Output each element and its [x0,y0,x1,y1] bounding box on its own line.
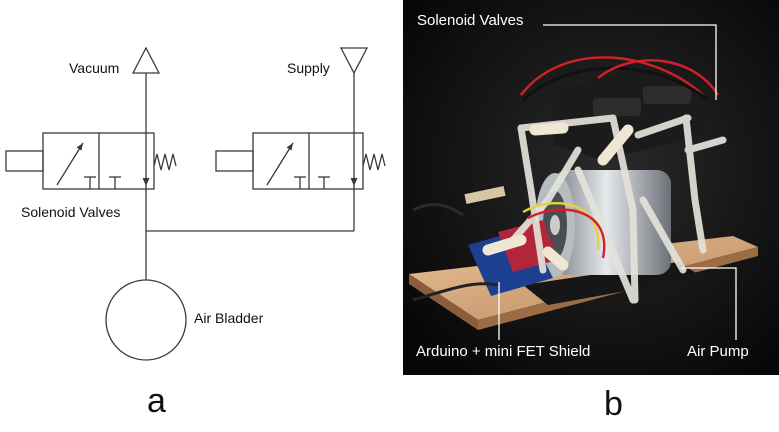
photo-arduino-label: Arduino + mini FET Shield [416,343,591,360]
bladder-label: Air Bladder [194,310,264,326]
panel-b-letter: b [604,385,623,423]
supply-port-symbol [339,47,369,75]
panel-a-letter: a [147,382,166,420]
supply-label: Supply [287,60,330,76]
tube-sleeves [482,122,634,271]
wires [412,56,720,302]
callout-lines [498,24,737,340]
solenoid-valve-right [215,132,386,190]
hardware-photo: Solenoid Valves Arduino + mini FET Shiel… [403,0,779,375]
flow-arrow-right [350,178,358,186]
photo-pump-label: Air Pump [687,343,749,360]
flow-arrow-left [142,178,150,186]
vacuum-port-symbol [131,46,161,74]
air-bladder-symbol [105,279,187,361]
pneumatic-schematic: Vacuum Supply Solenoid Valves Air Bladde… [5,46,386,361]
solenoid-valve-left [5,132,177,190]
valves-label: Solenoid Valves [21,204,120,220]
photo-illustration [403,0,779,375]
photo-valves-label: Solenoid Valves [417,12,524,29]
vacuum-label: Vacuum [69,60,119,76]
tubing-frame [509,114,727,304]
